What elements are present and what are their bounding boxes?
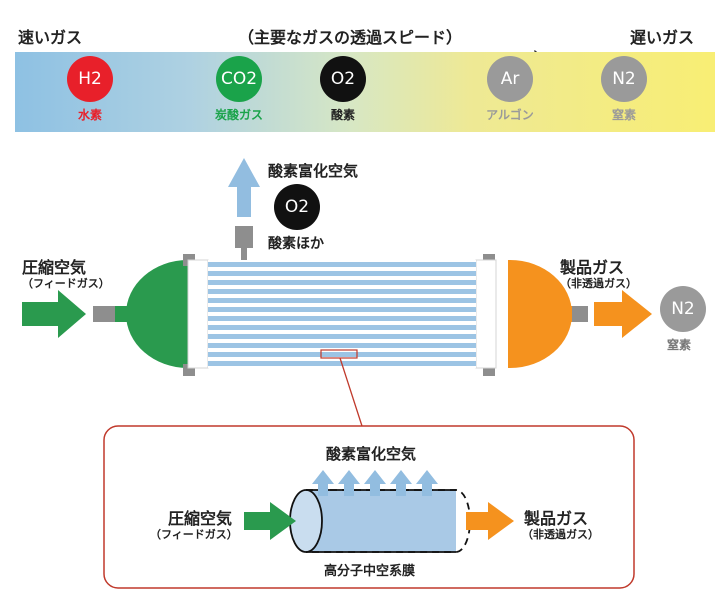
- gas-name-o2: 酸素: [330, 108, 355, 122]
- right-tube-sheet: [475, 259, 497, 369]
- nitrogen-bubble: N2: [660, 286, 706, 332]
- fast-gas-label: 速いガス: [18, 28, 83, 47]
- detail-oxygen-enriched-label: 酸素富化空気: [326, 445, 417, 463]
- callout-line: [339, 357, 363, 427]
- detail-feed-label: 圧縮空気: [168, 509, 233, 528]
- product-arrow: [594, 290, 652, 338]
- left-end-cap: [126, 260, 190, 368]
- gas-name-ar: アルゴン: [486, 108, 534, 122]
- gas-circle-h2: H2: [67, 56, 113, 102]
- fiber-highlight-box: [320, 349, 358, 359]
- gas-circle-ar: Ar: [487, 56, 533, 102]
- gas-speed-bar: [15, 52, 715, 132]
- oxygen-bubble: O2: [274, 184, 320, 230]
- feed-label: 圧縮空気: [22, 258, 87, 277]
- gas-circle-co2: CO2: [216, 56, 262, 102]
- hollow-fiber-label: 高分子中空系膜: [324, 564, 416, 579]
- nitrogen-label: 窒素: [667, 338, 692, 352]
- detail-product-sub-label: （非透過ガス）: [522, 528, 599, 541]
- detail-product-label: 製品ガス: [524, 509, 589, 528]
- gas-circle-n2: N2: [601, 56, 647, 102]
- gas-name-h2: 水素: [77, 108, 102, 122]
- left-tube-sheet: [187, 259, 209, 369]
- feed-sub-label: （フィードガス）: [22, 277, 110, 290]
- inlet-neck: [115, 306, 129, 322]
- permeate-arrows: [312, 470, 438, 496]
- feed-arrow: [22, 290, 86, 338]
- product-label: 製品ガス: [560, 258, 625, 277]
- detail-feed-sub-label: （フィードガス）: [150, 528, 238, 541]
- inlet-pipe: [93, 306, 115, 322]
- detail-feed-arrow: [244, 502, 296, 540]
- gas-name-n2: 窒素: [611, 108, 636, 122]
- detail-product-arrow: [466, 502, 514, 540]
- oxygen-etc-label: 酸素ほか: [268, 236, 324, 252]
- oxygen-enriched-label: 酸素富化空気: [268, 162, 359, 180]
- top-port-stem: [241, 248, 247, 260]
- top-port: [235, 226, 253, 248]
- slow-gas-label: 遅いガス: [630, 28, 695, 47]
- product-sub-label: （非透過ガス）: [560, 277, 637, 290]
- fiber-bundle-housing: [208, 260, 476, 368]
- hollow-fiber-body: [306, 490, 456, 552]
- oxygen-up-arrow: [228, 158, 260, 217]
- right-end-cap: [508, 260, 572, 368]
- chart-title: （主要なガスの透過スピード）: [238, 28, 463, 47]
- gas-circle-o2: O2: [320, 56, 366, 102]
- outlet-pipe: [572, 306, 588, 322]
- gas-name-co2: 炭酸ガス: [214, 108, 263, 122]
